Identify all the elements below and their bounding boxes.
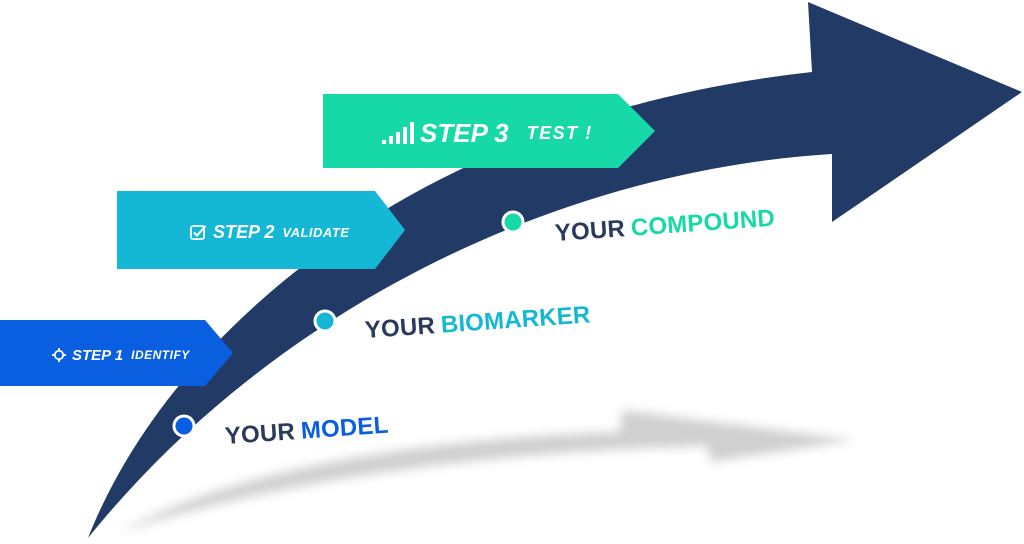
checkbox-icon (190, 224, 207, 241)
step1-banner (0, 320, 233, 386)
step1-subtitle: IDENTIFY (131, 348, 190, 362)
milestone-dot-biomarker (313, 309, 337, 333)
step1-title: STEP 1 (72, 346, 124, 364)
step3-banner (323, 94, 655, 168)
crosshair-icon (52, 348, 66, 362)
step2-title: STEP 2 (213, 221, 275, 242)
signal-bars-icon (382, 122, 414, 144)
milestone-model-prefix: YOUR (224, 418, 296, 451)
step2-banner (117, 191, 405, 269)
step3-title: STEP 3 (420, 117, 509, 148)
milestone-dot-compound (501, 210, 525, 234)
step1-label: STEP 1 IDENTIFY (52, 341, 190, 369)
milestone-biomarker-prefix: YOUR (364, 312, 436, 345)
step3-label: STEP 3 TEST ! (382, 112, 593, 154)
step3-subtitle: TEST ! (526, 122, 593, 143)
growth-arrow (88, 2, 1022, 538)
arrow-shadow (120, 410, 855, 532)
step2-label: STEP 2 VALIDATE (190, 217, 349, 247)
milestone-compound-prefix: YOUR (554, 215, 626, 248)
step2-subtitle: VALIDATE (282, 224, 350, 240)
milestone-dot-model (172, 414, 196, 438)
milestone-model-word: MODEL (300, 411, 390, 445)
